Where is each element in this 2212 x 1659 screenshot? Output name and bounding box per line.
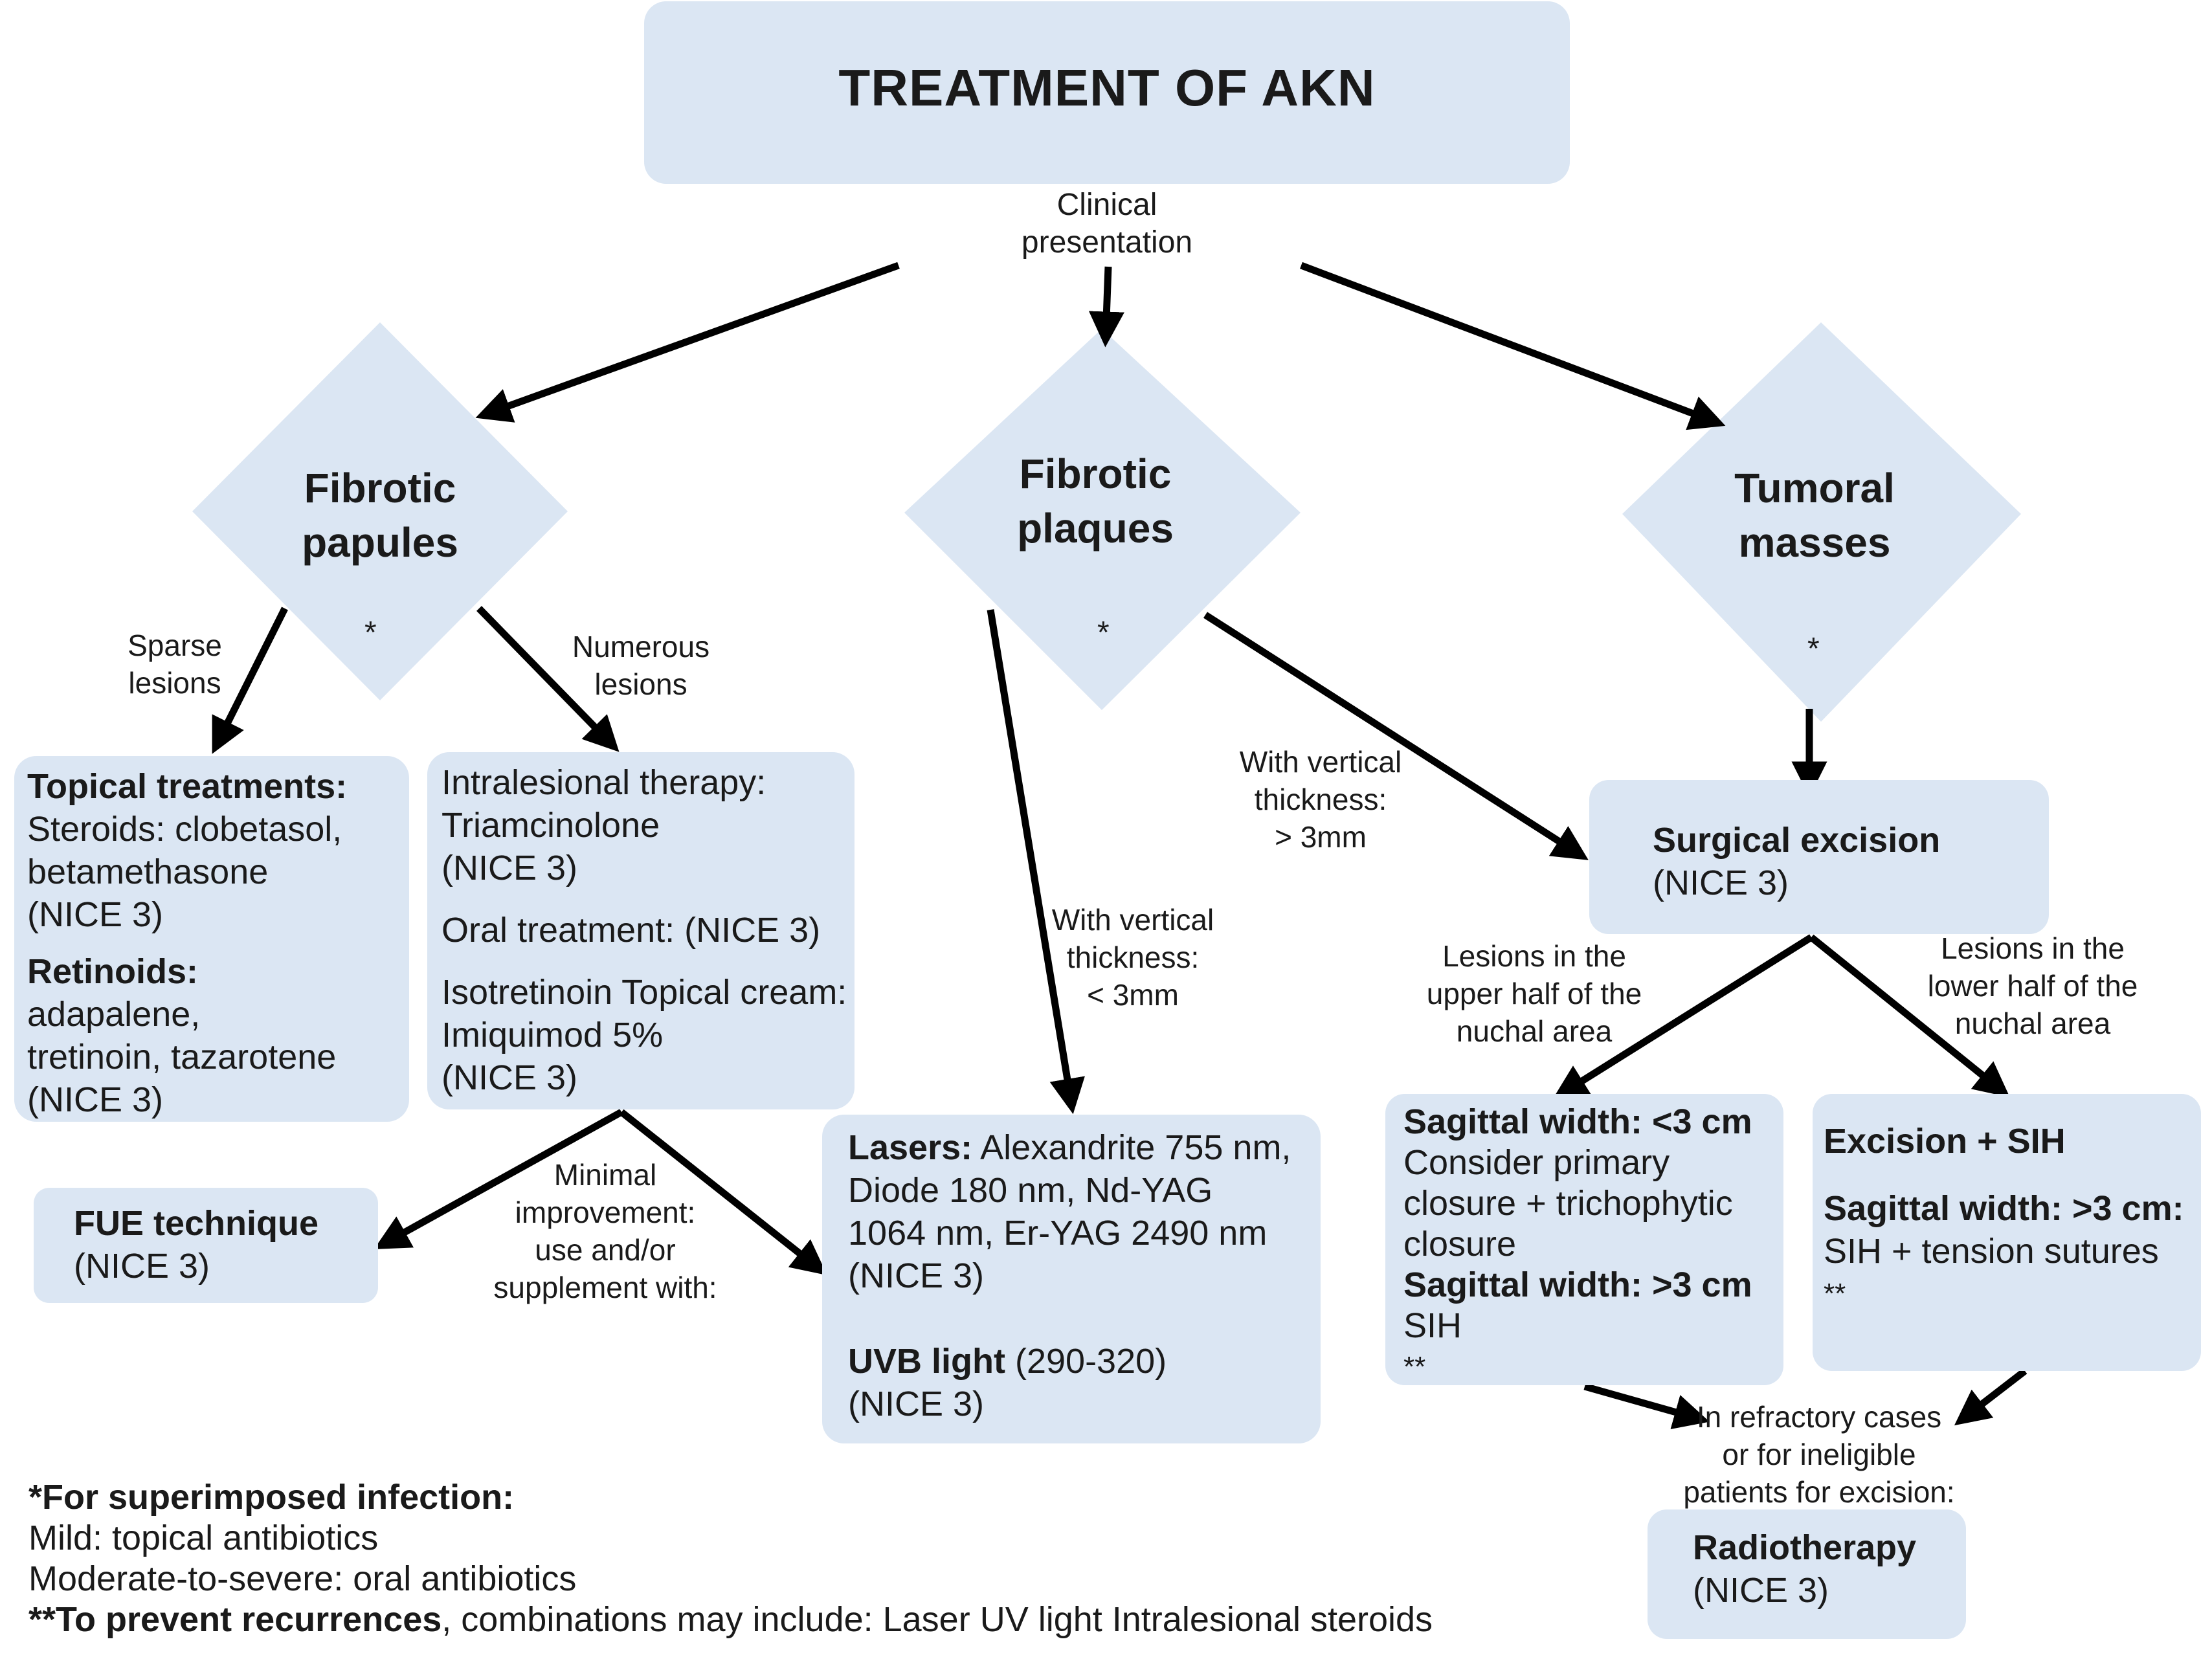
sagittal-width-box: Sagittal width: <3 cm Consider primary c… (1385, 1094, 1783, 1385)
footnotes: *For superimposed infection: Mild: topic… (28, 1478, 1433, 1639)
arrow-root-to-papules (475, 262, 900, 423)
arrow-root-to-masses (1300, 262, 1726, 430)
page-title: TREATMENT OF AKN (838, 59, 1376, 117)
topical-heading: Topical treatments: (27, 767, 348, 806)
label-lower-half: Lesions in the lower half of the nuchal … (1927, 931, 2138, 1040)
surgical-excision-box: Surgical excision (NICE 3) (1589, 780, 2049, 934)
arrow-root-to-plaques (1088, 266, 1124, 348)
arrow-papules-to-topical (212, 607, 288, 754)
sagittal-heading-large: Sagittal width: >3 cm (1403, 1265, 1752, 1304)
arrow-surgical-to-sagittal (1552, 934, 1813, 1100)
excision-sih-box: Excision + SIH Sagittal width: >3 cm: SI… (1813, 1094, 2201, 1371)
intralesional-therapy-box: Intralesional therapy: Triamcinolone (NI… (427, 752, 855, 1109)
arrow-papules-to-intralesional (476, 606, 620, 752)
radiotherapy-box: Radiotherapy (NICE 3) (1648, 1509, 1966, 1639)
arrow-plaques-to-surgical (1203, 612, 1589, 860)
asterisk-plaques: * (1097, 616, 1110, 650)
diamond-title-plaques: Fibrotic plaques (1017, 451, 1174, 551)
asterisk-papules: * (364, 616, 377, 650)
lasers-box: Lasers: Alexandrite 755 nm, Diode 180 nm… (822, 1115, 1321, 1443)
label-thick-thickness: With vertical thickness: > 3mm (1239, 745, 1402, 854)
topical-treatments-box: Topical treatments: Steroids: clobetasol… (14, 756, 409, 1122)
sagittal-heading-small: Sagittal width: <3 cm (1403, 1102, 1752, 1141)
label-upper-half: Lesions in the upper half of the nuchal … (1426, 939, 1642, 1048)
arrow-plaques-to-lasers (987, 609, 1085, 1115)
retinoids-heading: Retinoids: (27, 952, 198, 991)
surgical-title: Surgical excision (1653, 821, 1941, 860)
diamond-fibrotic-papules (192, 322, 568, 700)
fue-technique-box: FUE technique (NICE 3) (34, 1188, 378, 1303)
label-numerous-lesions: Numerous lesions (572, 630, 710, 701)
label-minimal-improvement: Minimal improvement: use and/or suppleme… (493, 1158, 717, 1304)
lasers-heading: Lasers: (848, 1128, 973, 1167)
diamond-title-masses: Tumoral masses (1734, 465, 1895, 566)
arrow-excision-to-refractory (1954, 1368, 2028, 1426)
asterisk-masses: * (1807, 632, 1820, 666)
excision-sagittal-heading: Sagittal width: >3 cm: (1824, 1189, 2184, 1228)
root-label: Clinical presentation (1021, 188, 1193, 260)
radiotherapy-title: Radiotherapy (1693, 1528, 1917, 1567)
uvb-heading: UVB light (848, 1342, 1005, 1381)
footnote-infection-heading: *For superimposed infection: (28, 1478, 515, 1517)
label-refractory: In refractory cases or for ineligible pa… (1683, 1400, 1955, 1509)
label-sparse-lesions: Sparse lesions (128, 629, 222, 700)
arrow-sagittal-to-refractory (1583, 1383, 1710, 1429)
excision-heading: Excision + SIH (1824, 1122, 2066, 1161)
diamond-title-papules: Fibrotic papules (302, 465, 458, 566)
arrow-to-fue (374, 1109, 623, 1249)
arrow-to-lasers (619, 1109, 827, 1276)
title-box: TREATMENT OF AKN (644, 1, 1570, 184)
footnote-recurrence-heading: **To prevent recurrences (28, 1600, 442, 1639)
arrow-surgical-to-excision (1809, 934, 2010, 1098)
fue-title: FUE technique (74, 1204, 319, 1243)
label-thin-thickness: With vertical thickness: < 3mm (1051, 903, 1214, 1012)
diamond-fibrotic-plaques (904, 329, 1301, 710)
